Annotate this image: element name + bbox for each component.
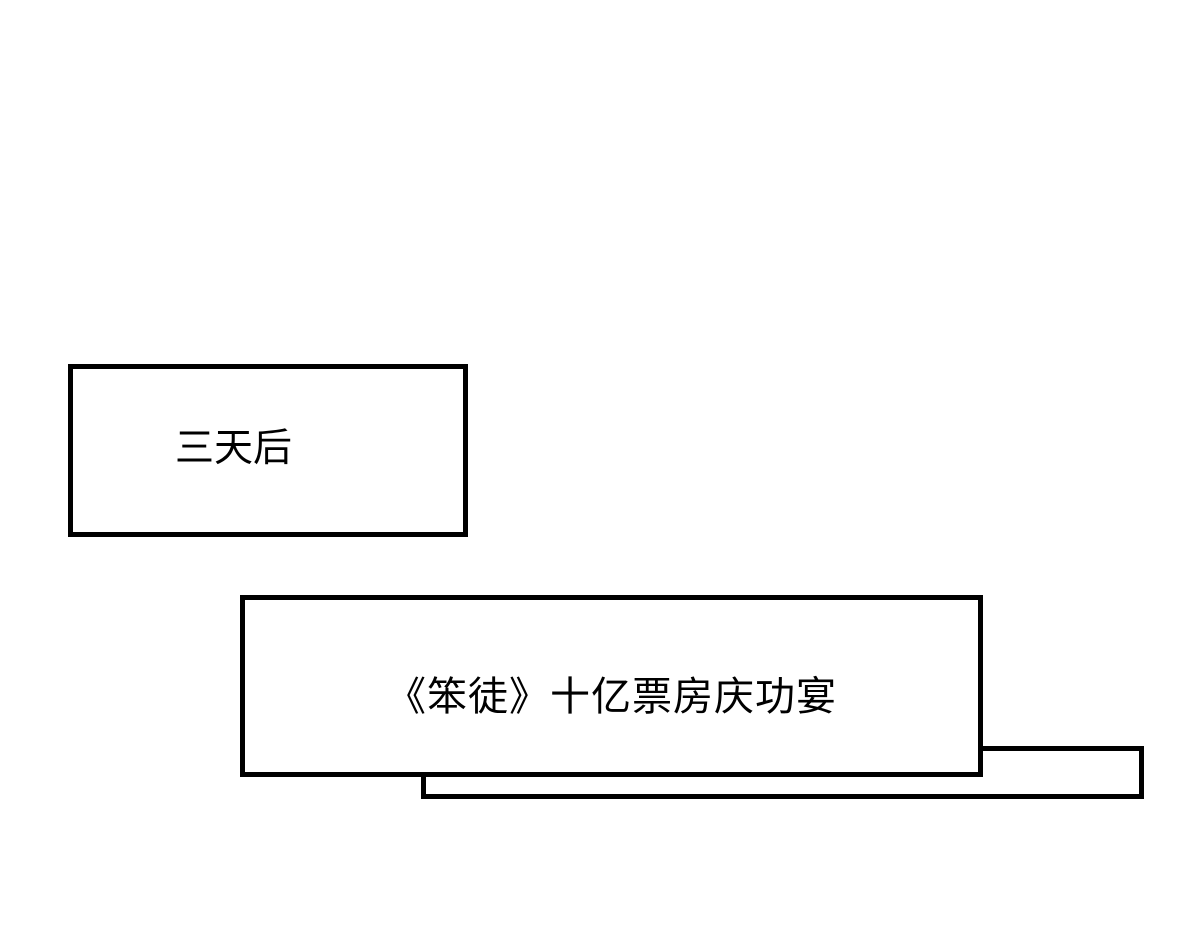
caption-box-time-skip: 三天后 [68,364,468,537]
caption-box-event: 《笨徒》十亿票房庆功宴 [240,595,983,777]
caption-time-skip-text: 三天后 [175,426,293,471]
caption-event-text: 《笨徒》十亿票房庆功宴 [386,674,837,720]
